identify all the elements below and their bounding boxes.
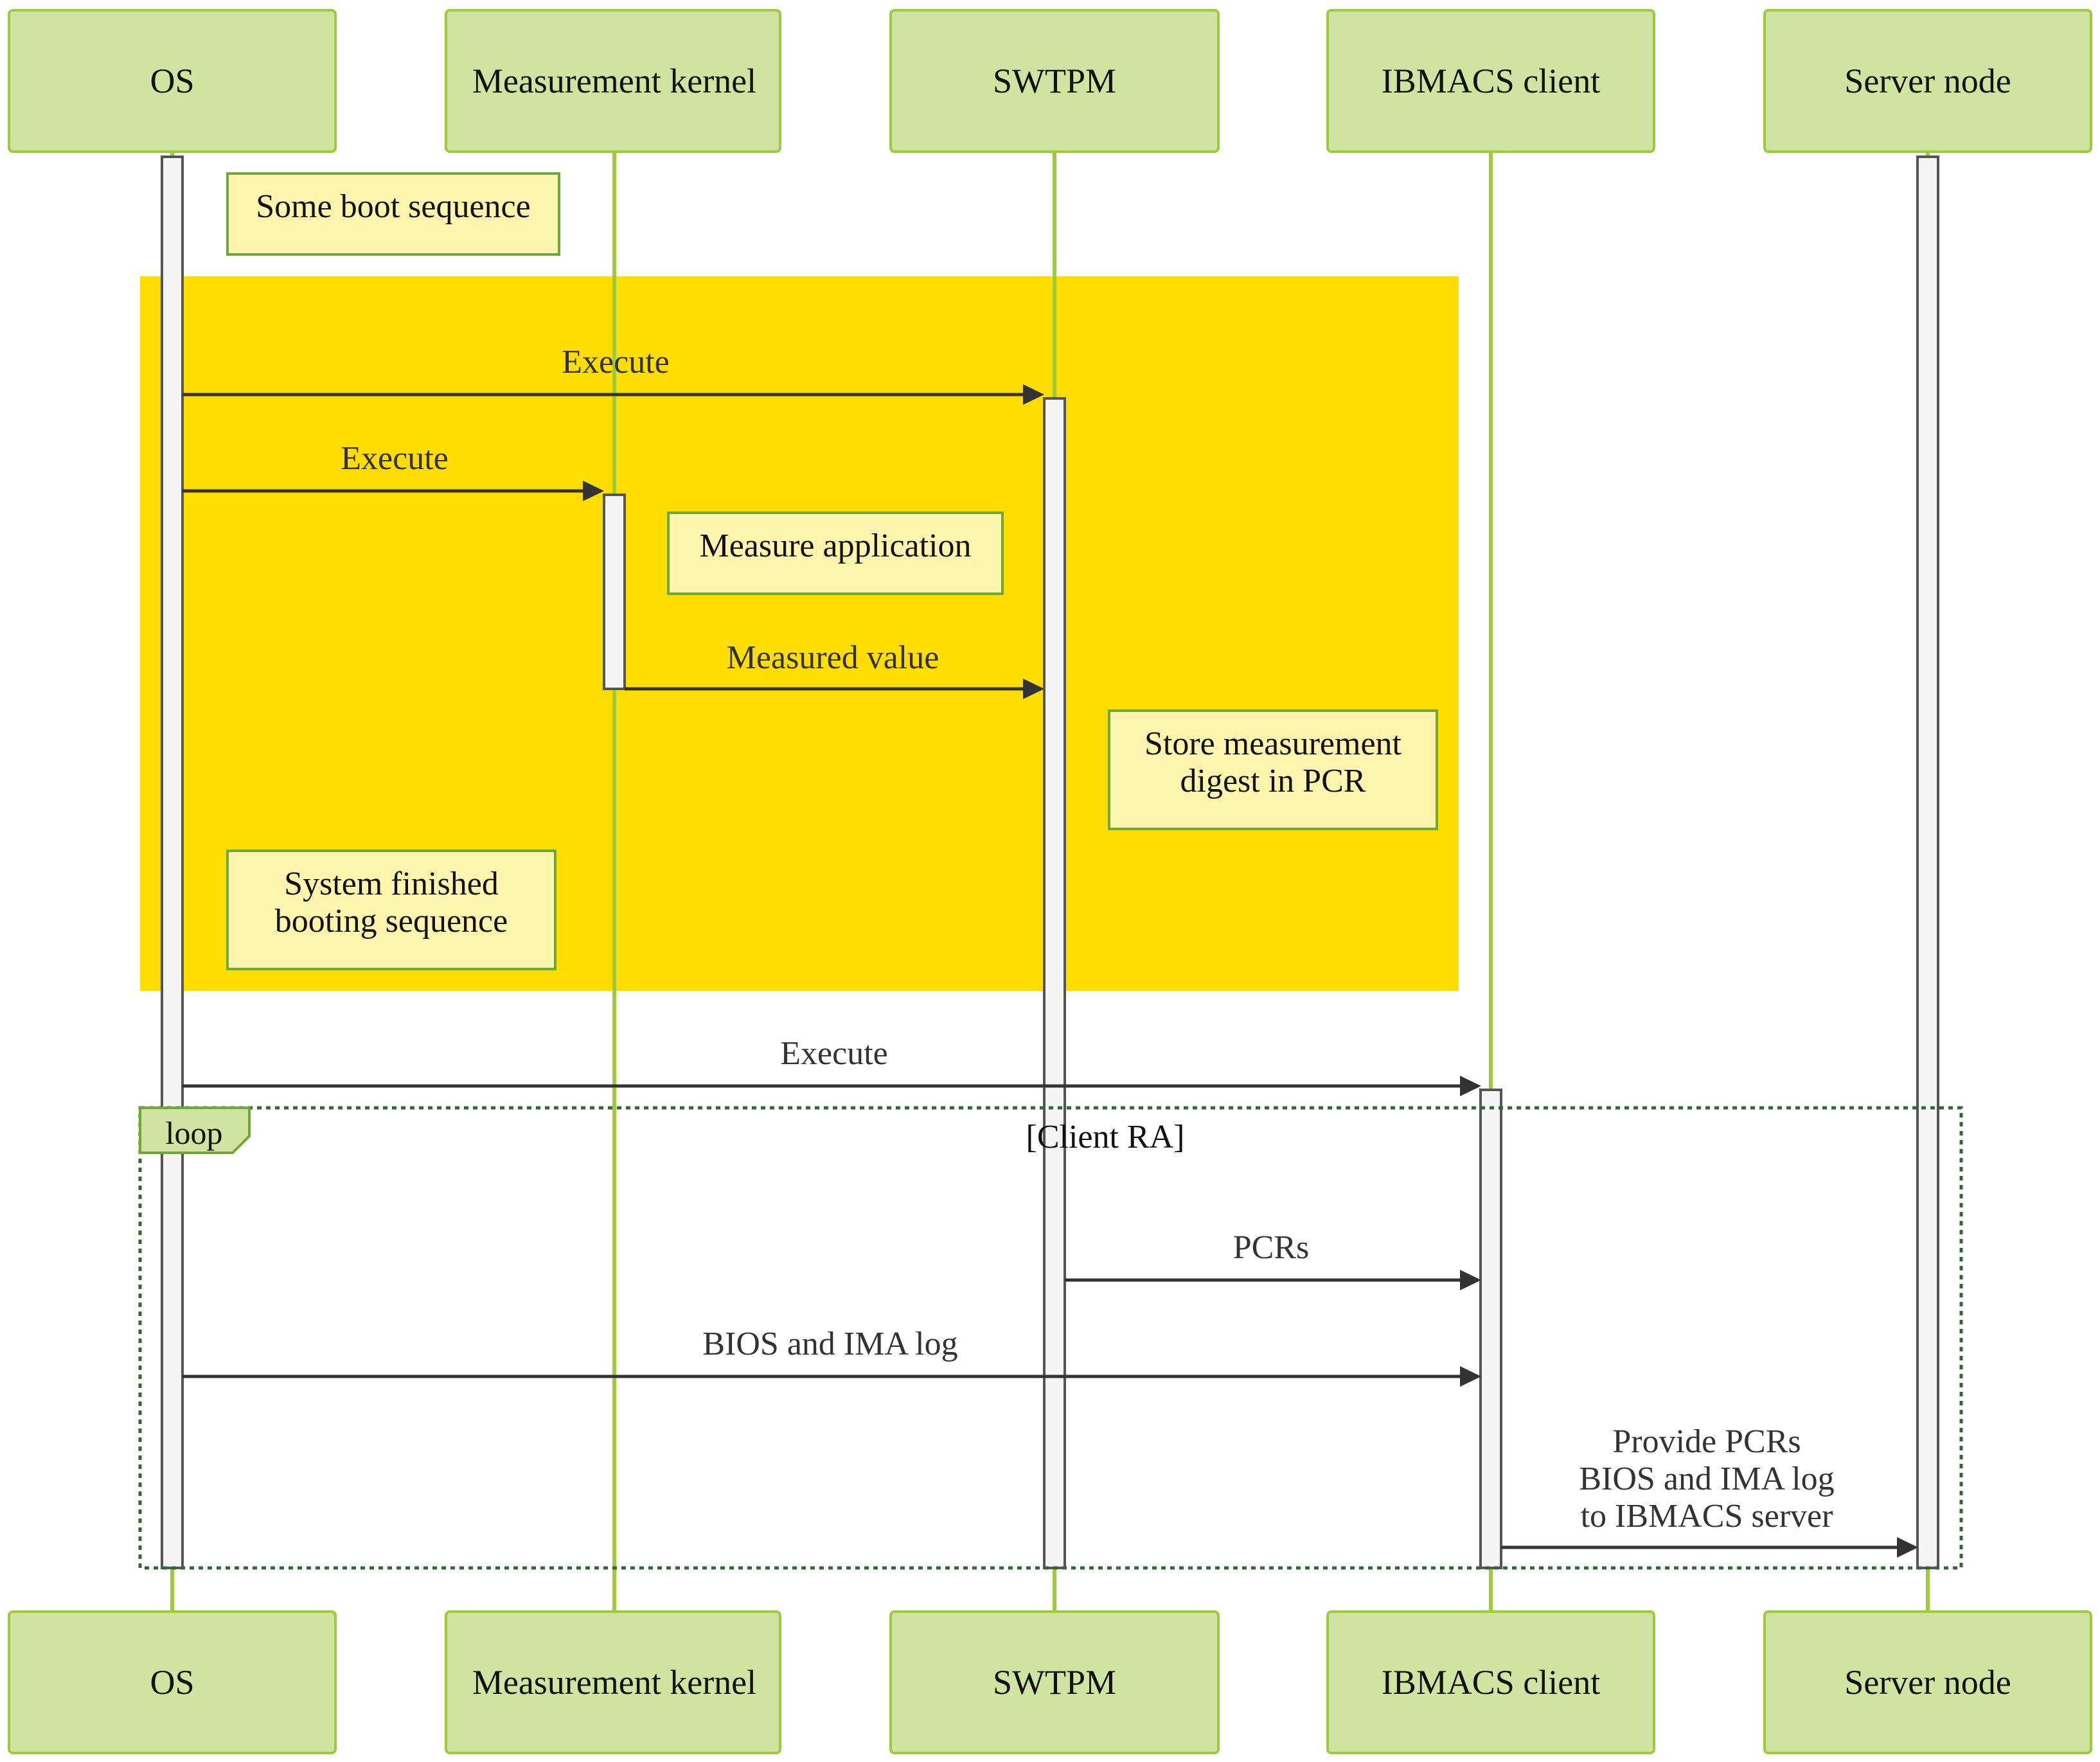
actor-server-node-top: Server node xyxy=(1763,9,2092,153)
actor-measurement-kernel-bottom: Measurement kernel xyxy=(445,1610,781,1754)
actor-label: Measurement kernel xyxy=(472,62,756,100)
actor-os-bottom: OS xyxy=(8,1610,337,1754)
message-measured-value: Measured value xyxy=(625,639,1044,699)
loop-condition: [Client RA] xyxy=(1026,1119,1185,1155)
note-text: Measure application xyxy=(699,528,971,564)
actor-label: SWTPM xyxy=(993,62,1116,100)
note-text: Some boot sequence xyxy=(256,188,530,225)
actor-label: SWTPM xyxy=(993,1663,1116,1702)
message-execute-to-swtpm: Execute xyxy=(182,344,1044,405)
activation-os xyxy=(161,156,184,1569)
actor-measurement-kernel-top: Measurement kernel xyxy=(445,9,781,153)
actor-label: OS xyxy=(150,1663,194,1702)
message-label: Provide PCRs xyxy=(1612,1423,1801,1460)
message-label: Execute xyxy=(562,344,669,380)
message-execute-to-ibmacs-client: Execute xyxy=(182,1035,1481,1096)
actor-server-node-bottom: Server node xyxy=(1763,1610,2092,1754)
actor-swtpm-bottom: SWTPM xyxy=(889,1610,1220,1754)
actor-label: Server node xyxy=(1844,62,2011,100)
message-provide-pcrs: Provide PCRs BIOS and IMA log to IBMACS … xyxy=(1501,1423,1918,1558)
message-label: Execute xyxy=(341,440,448,477)
actor-label: Measurement kernel xyxy=(472,1663,756,1702)
note-measure-application: Measure application xyxy=(667,512,1004,595)
message-pcrs: PCRs xyxy=(1065,1229,1481,1290)
message-execute-to-measurement-kernel: Execute xyxy=(182,440,604,501)
actor-label: IBMACS client xyxy=(1382,1663,1601,1702)
message-label: to IBMACS server xyxy=(1581,1498,1833,1535)
actor-ibmacs-client-top: IBMACS client xyxy=(1326,9,1655,153)
note-text: Store measurement xyxy=(1144,725,1402,762)
actor-ibmacs-client-bottom: IBMACS client xyxy=(1326,1610,1655,1754)
note-store-measurement: Store measurement digest in PCR xyxy=(1108,709,1438,830)
message-label: BIOS and IMA log xyxy=(1579,1461,1834,1497)
note-some-boot-sequence: Some boot sequence xyxy=(226,172,560,256)
note-system-finished: System finished booting sequence xyxy=(226,850,556,970)
actor-label: OS xyxy=(150,62,194,100)
activation-swtpm xyxy=(1043,397,1066,1569)
activation-measurement-kernel xyxy=(603,494,626,690)
loop-label: loop xyxy=(166,1115,223,1151)
message-bios-and-ima-log: BIOS and IMA log xyxy=(182,1326,1481,1387)
loop-tab xyxy=(139,1107,251,1154)
actor-label: IBMACS client xyxy=(1382,62,1601,100)
note-text: booting sequence xyxy=(275,903,508,939)
note-text: System finished xyxy=(284,866,499,902)
activation-server-node xyxy=(1916,156,1939,1569)
loop-frame: loop [Client RA] xyxy=(138,1106,1963,1570)
note-text: digest in PCR xyxy=(1180,763,1366,799)
message-label: Measured value xyxy=(727,639,939,676)
activation-ibmacs-client xyxy=(1479,1089,1502,1569)
actor-label: Server node xyxy=(1844,1663,2011,1702)
actor-swtpm-top: SWTPM xyxy=(889,9,1220,153)
actor-os-top: OS xyxy=(8,9,337,153)
message-label: PCRs xyxy=(1233,1229,1310,1266)
message-label: BIOS and IMA log xyxy=(702,1326,957,1362)
message-label: Execute xyxy=(780,1035,887,1072)
